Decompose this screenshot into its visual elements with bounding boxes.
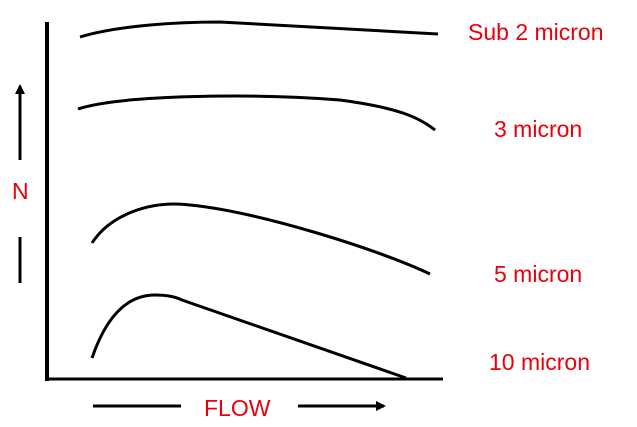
curve-3-micron xyxy=(77,94,436,132)
y-axis-label: N xyxy=(12,178,29,204)
label-10-micron: 10 micron xyxy=(489,349,590,375)
curve-5-micron xyxy=(90,202,431,276)
label-sub-2-micron: Sub 2 micron xyxy=(468,19,604,45)
x-axis-label: FLOW xyxy=(204,395,271,421)
curve-10-micron xyxy=(90,293,407,380)
label-3-micron: 3 micron xyxy=(494,116,583,142)
label-5-micron: 5 micron xyxy=(494,261,583,287)
curve-sub-2-micron xyxy=(79,20,439,39)
